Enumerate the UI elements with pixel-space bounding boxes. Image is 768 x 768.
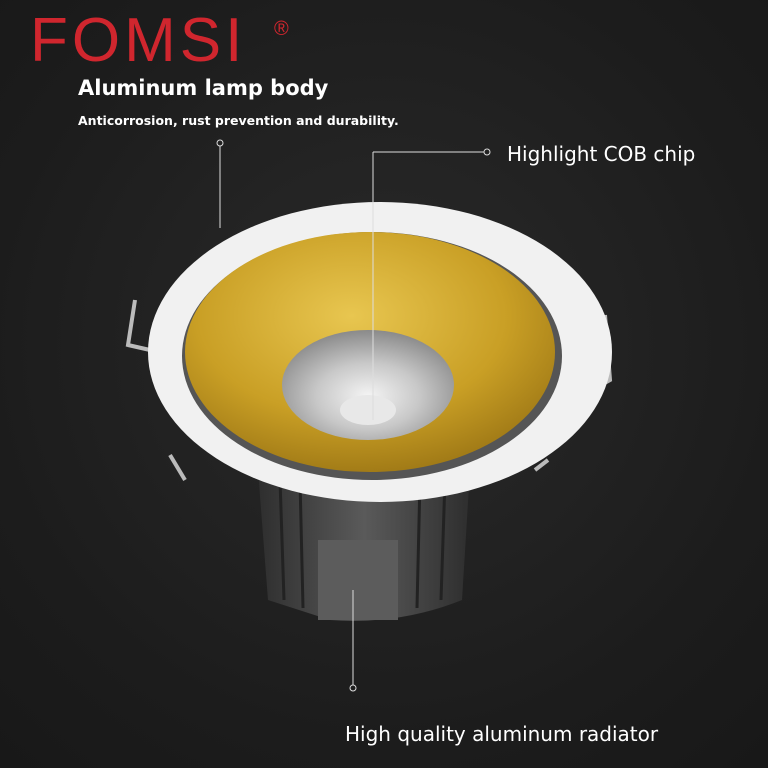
registered-mark: ®: [274, 18, 289, 40]
cob-chip: [340, 395, 396, 425]
callout-body-subtitle: Anticorrosion, rust prevention and durab…: [78, 113, 399, 128]
brand-logo: FOMSI: [30, 6, 247, 75]
cob-reflector: [282, 330, 454, 440]
heatsink: [258, 470, 470, 621]
callout-radiator: High quality aluminum radiator: [345, 722, 659, 746]
callout-lines: [216, 139, 491, 692]
callout-body-title: Aluminum lamp body: [78, 76, 329, 100]
callout-cob-chip: Highlight COB chip: [507, 142, 696, 166]
